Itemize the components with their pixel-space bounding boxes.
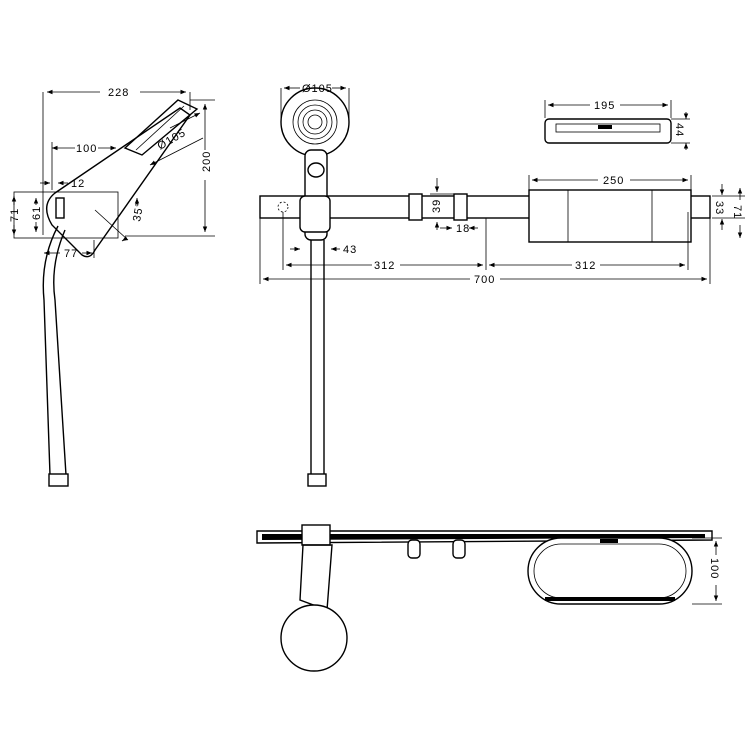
dim-12: 12 <box>71 178 85 190</box>
dim-18: 18 <box>456 223 470 235</box>
handle-top <box>299 544 333 611</box>
dim-head-diameter-front: Ø105 <box>302 83 333 95</box>
dim-312-left: 312 <box>374 260 395 272</box>
dim-77: 77 <box>64 248 78 260</box>
dim-312-right: 312 <box>575 260 596 272</box>
top-view: 100 <box>256 524 722 672</box>
shelf-top <box>527 537 693 605</box>
dim-250: 250 <box>603 175 624 187</box>
slider-top <box>301 524 331 546</box>
dim-33: 33 <box>713 201 725 215</box>
dim-195: 195 <box>594 100 615 112</box>
shelf <box>528 189 692 243</box>
hose-end <box>48 473 69 487</box>
hose-end-front <box>307 473 327 487</box>
dim-angle: 35° <box>131 201 146 222</box>
holder-button <box>55 197 65 219</box>
hook-left-top <box>407 539 421 559</box>
handshower-top <box>280 604 348 672</box>
hook-right-top <box>452 539 466 559</box>
dim-44: 44 <box>673 123 685 137</box>
dim-200: 200 <box>201 151 213 172</box>
slider <box>299 195 331 233</box>
hook-left <box>408 193 423 221</box>
soap-dish <box>544 118 672 144</box>
handshower-face <box>280 87 350 157</box>
front-view: Ø105 195 44 250 39 18 43 312 312 700 <box>259 83 745 487</box>
dim-100-top: 100 <box>708 558 720 579</box>
dim-61: 61 <box>31 206 43 220</box>
dim-71-front: 71 <box>731 205 743 219</box>
side-view: 228 100 12 Ø105 200 71 61 35° 77 <box>9 87 215 487</box>
dim-700: 700 <box>474 274 495 286</box>
hook-right <box>453 193 468 221</box>
dim-228: 228 <box>108 87 129 99</box>
dim-100: 100 <box>76 143 97 155</box>
holder-body <box>46 107 191 258</box>
hose <box>42 225 59 476</box>
dim-39: 39 <box>431 199 443 213</box>
wall-bracket-outline <box>13 191 119 239</box>
handshower-head <box>123 99 199 156</box>
dim-43: 43 <box>343 244 357 256</box>
dim-71-side: 71 <box>9 208 21 222</box>
